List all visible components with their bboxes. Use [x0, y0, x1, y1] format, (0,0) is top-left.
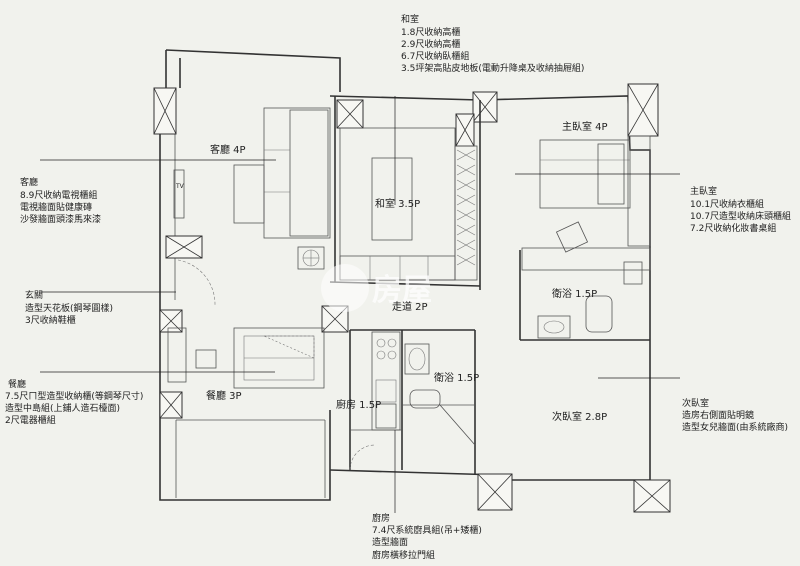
label-bath-common: 衛浴 1.5P: [434, 371, 479, 384]
column-se: [633, 479, 671, 513]
master-furniture: [521, 135, 651, 271]
sofa-back: [289, 109, 329, 237]
watermark: 房屋: [372, 273, 432, 308]
label-kitchen: 廚房 1.5P: [336, 398, 381, 411]
structural-columns: [153, 83, 671, 513]
label-washitsu: 和室 3.5P: [375, 197, 420, 210]
svg-text:造型牆面: 造型牆面: [372, 536, 408, 548]
wardrobe-hatch: [456, 149, 476, 266]
svg-text:餐廳: 餐廳: [8, 378, 26, 390]
svg-text:6.7尺收納臥櫃組: 6.7尺收納臥櫃組: [401, 50, 469, 62]
tall-cabinet: [454, 145, 478, 281]
svg-text:3.5坪架高貼皮地板(電動升降桌及收納抽屜組): 3.5坪架高貼皮地板(電動升降桌及收納抽屜組): [401, 62, 584, 74]
column-w2: [165, 235, 203, 259]
leader-lines: [40, 96, 680, 513]
svg-text:造型天花板(鋼琴圓樣): 造型天花板(鋼琴圓樣): [25, 302, 113, 314]
svg-text:7.2尺收納化妝書桌組: 7.2尺收納化妝書桌組: [690, 222, 776, 234]
vanity-desk: [521, 247, 651, 271]
column-s1: [477, 473, 513, 511]
svg-text:2尺電器櫃組: 2尺電器櫃組: [5, 414, 56, 426]
desk-chair: [555, 221, 589, 253]
svg-text:1.8尺收納高櫃: 1.8尺收納高櫃: [401, 26, 460, 38]
svg-text:廚房: 廚房: [372, 512, 390, 524]
svg-text:沙發牆面頭漆馬來漆: 沙發牆面頭漆馬來漆: [20, 213, 101, 225]
kitchen-fixtures: [349, 331, 401, 471]
svg-text:次臥室: 次臥室: [682, 397, 709, 409]
svg-text:客廳: 客廳: [20, 176, 38, 188]
note-master: 主臥室 10.1尺收納衣櫃組 10.7尺造型收納床頭櫃組 7.2尺收納化妝書桌組: [690, 185, 791, 234]
kitchen-counter: [371, 331, 401, 431]
label-corridor: 走道 2P: [392, 300, 428, 313]
column-n1: [336, 99, 364, 129]
interior-walls: [329, 96, 650, 475]
watermark-logo: 房屋: [321, 264, 432, 312]
note-kitchen: 廚房 7.4尺系統廚具組(吊+矮櫃) 造型牆面 廚房橫移拉門組: [372, 512, 482, 561]
column-w4: [159, 391, 183, 419]
sofa: [263, 107, 331, 239]
svg-text:7.5尺ㄇ型造型收納櫃(等鋼琴尺寸): 7.5尺ㄇ型造型收納櫃(等鋼琴尺寸): [5, 390, 143, 402]
column-nw: [153, 87, 177, 135]
svg-text:造型中島組(上鋪人造石檯面): 造型中島組(上鋪人造石檯面): [5, 402, 120, 414]
tv-cabinet: [173, 169, 185, 219]
basin-master: [537, 315, 571, 339]
svg-text:10.7尺造型收納床頭櫃組: 10.7尺造型收納床頭櫃組: [690, 210, 791, 222]
label-second: 次臥室 2.8P: [552, 410, 607, 423]
svg-text:玄關: 玄關: [25, 289, 43, 301]
column-w3: [159, 309, 183, 333]
label-living: 客廳 4P: [210, 143, 246, 156]
svg-text:造房右側面貼明鏡: 造房右側面貼明鏡: [682, 409, 754, 421]
fridge: [375, 403, 397, 429]
toilet-master: [585, 295, 613, 333]
svg-text:造型女兒牆面(由系統廠商): 造型女兒牆面(由系統廠商): [682, 421, 788, 433]
svg-text:3尺收納鞋櫃: 3尺收納鞋櫃: [25, 314, 76, 326]
lift-table: [371, 157, 413, 241]
cabinet-master: [623, 261, 643, 285]
column-n2: [472, 91, 498, 123]
svg-text:7.4尺系統廚具組(吊+矮櫃): 7.4尺系統廚具組(吊+矮櫃): [372, 524, 482, 536]
svg-text:廚房橫移拉門組: 廚房橫移拉門組: [372, 549, 435, 561]
air-outlet: [297, 246, 325, 270]
label-dining: 餐廳 3P: [206, 389, 242, 402]
coffee-table: [233, 164, 265, 224]
label-bath-master: 衛浴 1.5P: [552, 287, 597, 300]
svg-text:10.1尺收納衣櫃組: 10.1尺收納衣櫃組: [690, 198, 764, 210]
dining-furniture: [167, 327, 325, 389]
svg-text:主臥室: 主臥室: [690, 185, 717, 197]
dining-cabinet: [167, 327, 187, 383]
headboard-cabinet: [627, 135, 651, 247]
toilet-common: [409, 389, 441, 409]
note-dining: 餐廳 7.5尺ㄇ型造型收納櫃(等鋼琴尺寸) 造型中島組(上鋪人造石檯面) 2尺電…: [5, 378, 143, 426]
master-bath-fixtures: [537, 261, 643, 339]
svg-text:和室: 和室: [401, 13, 419, 25]
note-living: 客廳 8.9尺收納電視櫃組 電視牆面貼健康磚 沙發牆面頭漆馬來漆: [20, 176, 101, 225]
column-n3: [455, 113, 475, 147]
entrance-door-swing: [177, 259, 216, 306]
svg-text:2.9尺收納高櫃: 2.9尺收納高櫃: [401, 38, 460, 50]
label-tv: TV: [175, 183, 185, 190]
note-second: 次臥室 造房右側面貼明鏡 造型女兒牆面(由系統廠商): [682, 397, 788, 433]
common-bath-fixtures: [404, 343, 476, 446]
svg-text:8.9尺收納電視櫃組: 8.9尺收納電視櫃組: [20, 189, 97, 201]
dining-chair: [195, 349, 217, 369]
column-ne: [627, 83, 659, 137]
living-furniture: [173, 107, 331, 306]
island: [233, 327, 325, 389]
room-labels: 客廳 4P TV 和室 3.5P 主臥室 4P 衛浴 1.5P 走道 2P 衛浴…: [175, 120, 608, 423]
svg-text:電視牆面貼健康磚: 電視牆面貼健康磚: [20, 201, 92, 213]
label-master: 主臥室 4P: [562, 120, 608, 133]
note-entrance: 玄關 造型天花板(鋼琴圓樣) 3尺收納鞋櫃: [25, 289, 113, 326]
basin-common: [404, 343, 430, 375]
note-washitsu: 和室 1.8尺收納高櫃 2.9尺收納高櫃 6.7尺收納臥櫃組 3.5坪架高貼皮地…: [401, 13, 584, 74]
